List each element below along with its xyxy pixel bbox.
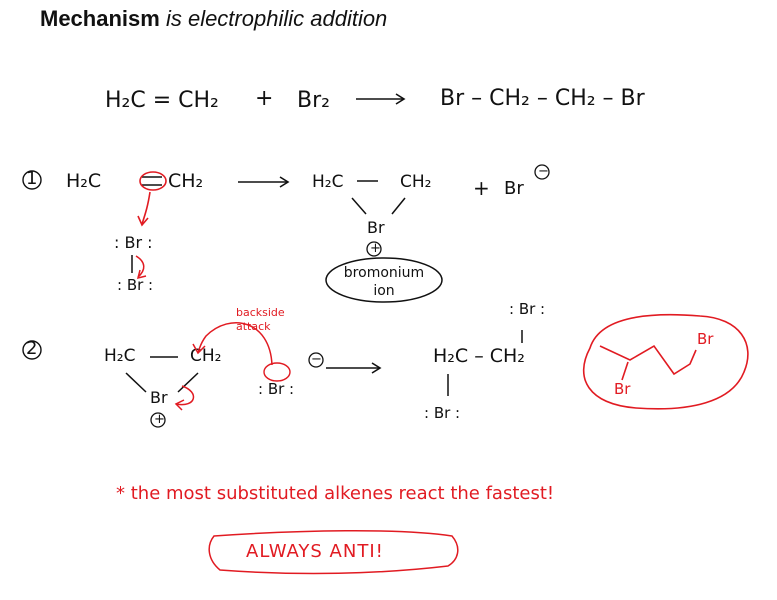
step2-left: H₂C (104, 346, 136, 366)
bromide-charge-circle (534, 164, 550, 180)
step2-nucleophile: : Br : (258, 380, 295, 398)
product-bonds (447, 330, 523, 396)
step2-br: Br (150, 388, 168, 407)
bromide-charge: − (538, 164, 549, 179)
overall-reactant2: Br₂ (297, 88, 330, 113)
bromonium-br: Br (367, 218, 385, 237)
step2-number-circle (22, 340, 42, 360)
overall-product: Br – CH₂ – CH₂ – Br (440, 86, 645, 111)
skeletal-structure (582, 313, 749, 410)
always-anti-note: ALWAYS ANTI! (246, 541, 384, 562)
step1-arrow (238, 176, 290, 188)
overall-plus: + (255, 86, 274, 111)
overall-arrow (356, 93, 406, 105)
product-chain: H₂C – CH₂ (433, 345, 525, 367)
step2-number: 2 (26, 338, 38, 359)
overall-reactant1: H₂C = CH₂ (105, 88, 219, 113)
title-bold: Mechanism (40, 6, 160, 31)
step1-alkene-right: CH₂ (168, 170, 204, 192)
bromonium-bonds (351, 180, 406, 215)
step2-nucleophile-charge: − (311, 352, 322, 367)
step1-number-circle (22, 170, 42, 190)
bromonium-ion-label: bromonium ion (343, 265, 425, 299)
always-anti-box (208, 529, 459, 575)
bromonium-ion-circle (325, 257, 443, 303)
step1-double-bond (142, 176, 162, 186)
attacking-lone-pair-circle (263, 362, 291, 382)
nucleophile-charge-circle (308, 352, 324, 368)
bromonium-charge-circle (366, 241, 382, 257)
step1-number: 1 (26, 168, 38, 189)
substitution-note: * the most substituted alkenes react the… (116, 483, 555, 504)
step2-break-arrow (174, 385, 195, 411)
step2-br-charge-circle (150, 412, 166, 428)
step1-pi-arrow (137, 171, 167, 227)
step1-br-top: : Br : (114, 233, 153, 252)
bromonium-right: CH₂ (400, 172, 432, 192)
backside-attack-arrow (192, 322, 273, 366)
skeletal-br-left: Br (614, 380, 631, 398)
bromonium-left: H₂C (312, 172, 344, 192)
bromide-ion: Br (504, 178, 524, 199)
product-br-top: : Br : (509, 300, 546, 318)
page-title: Mechanism is electrophilic addition (40, 6, 387, 32)
step1-br-bottom: : Br : (117, 276, 154, 294)
step2-br-charge: + (154, 412, 165, 427)
product-br-bottom: : Br : (424, 404, 461, 422)
step2-bonds (125, 356, 199, 393)
step2-arrow (326, 362, 382, 374)
step1-alkene-left: H₂C (66, 170, 102, 192)
bromonium-charge: + (370, 241, 381, 256)
br-br-break-arrow (135, 255, 147, 280)
title-rest: is electrophilic addition (165, 6, 388, 31)
skeletal-br-right: Br (697, 330, 714, 348)
step1-plus: + (473, 176, 490, 200)
